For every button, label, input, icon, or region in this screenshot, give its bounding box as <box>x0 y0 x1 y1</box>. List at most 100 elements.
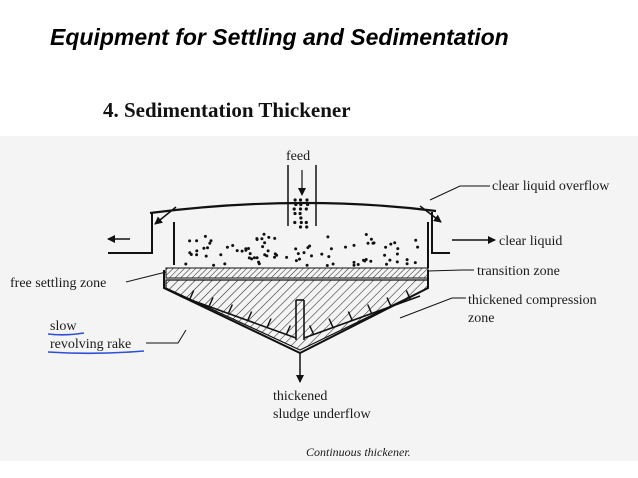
particle-dot <box>364 233 368 236</box>
particle-dot <box>369 237 373 241</box>
overflow-arrow-right <box>419 205 442 223</box>
particle-dot <box>299 220 303 225</box>
particle-dot <box>352 263 356 267</box>
particle-dot <box>352 243 356 247</box>
particle-dot <box>206 246 209 250</box>
particle-dot <box>188 251 192 255</box>
particle-dot <box>294 259 298 263</box>
particle-dot <box>195 249 199 253</box>
particle-dot <box>416 245 420 249</box>
rake-blade <box>227 304 234 314</box>
particle-dot <box>352 260 356 264</box>
particle-dot <box>396 247 400 251</box>
particle-dot <box>362 258 365 262</box>
particle-dot <box>306 246 310 250</box>
rake-blade <box>308 325 315 335</box>
particle-dot <box>389 242 393 246</box>
particle-dot <box>252 256 256 260</box>
particle-dot <box>304 220 308 225</box>
particle-dot <box>293 211 297 216</box>
particle-dot <box>329 247 333 251</box>
revolving-rake <box>179 295 421 340</box>
particle-dot <box>299 216 303 220</box>
label-slow: slow <box>50 319 77 334</box>
particle-dot <box>344 245 347 249</box>
particle-dot <box>250 257 254 261</box>
particle-dot <box>395 260 399 264</box>
rake-blade <box>366 304 373 314</box>
particle-dot <box>219 253 223 257</box>
tank-top-arc <box>149 201 437 215</box>
particle-dot <box>267 235 271 239</box>
particle-dot <box>326 235 330 239</box>
particle-dot <box>195 239 199 243</box>
particle-dot <box>208 241 212 245</box>
particle-dot <box>320 252 324 256</box>
particle-dot <box>188 239 192 243</box>
particle-dot <box>298 225 303 229</box>
particle-dot <box>225 245 229 249</box>
slide-subtitle: 4. Sedimentation Thickener <box>103 98 351 122</box>
slide-title: Equipment for Settling and Sedimentation <box>50 24 509 50</box>
label-free-settling-zone: free settling zone <box>10 276 106 291</box>
particle-dot <box>247 247 250 250</box>
particle-dot <box>331 262 335 266</box>
particle-dot <box>310 254 313 258</box>
particle-dot <box>273 255 276 259</box>
particle-dot <box>366 241 370 245</box>
annotation-underline-rake <box>47 350 145 355</box>
particle-dot <box>273 236 277 240</box>
particle-dot <box>263 241 267 245</box>
particle-dot <box>255 256 259 260</box>
particle-dot <box>212 263 216 267</box>
particle-dot <box>304 207 308 211</box>
particle-dot <box>293 198 297 202</box>
particle-dot <box>302 251 306 255</box>
rake-blade <box>386 297 392 307</box>
particle-dot <box>247 256 251 260</box>
particle-dot <box>255 237 259 241</box>
particle-dot <box>298 198 303 202</box>
particle-dot <box>369 259 373 263</box>
rake-blade <box>246 311 253 321</box>
rake-blade <box>188 290 195 300</box>
particle-dot <box>393 241 397 245</box>
annotation-underline-slow <box>47 332 85 336</box>
leader-lines <box>125 185 490 344</box>
particle-dot <box>209 239 213 243</box>
particle-dot <box>257 260 261 264</box>
particle-dot <box>293 220 297 225</box>
particle-dot <box>298 207 303 211</box>
particle-dot <box>285 255 289 259</box>
label-transition-zone: transition zone <box>477 264 560 279</box>
label-thickened-compression: thickened compression <box>468 293 597 308</box>
particle-dot <box>383 253 387 257</box>
label-sludge-underflow: sludge underflow <box>273 407 371 422</box>
rake-blade <box>266 318 272 328</box>
particle-dot <box>231 244 235 247</box>
label-compression-zone: zone <box>468 311 494 326</box>
transition-zone-band <box>165 267 429 279</box>
rake-blade <box>405 290 412 300</box>
label-thickened: thickened <box>273 389 327 404</box>
particle-dot <box>305 198 309 202</box>
rake-blade <box>208 297 214 307</box>
particle-dot <box>184 262 188 266</box>
particle-dot <box>240 249 244 253</box>
particle-dot <box>395 252 399 256</box>
particle-dot <box>203 234 207 238</box>
particle-dot <box>235 249 239 253</box>
particle-dot <box>248 252 252 256</box>
particle-dot <box>262 232 266 236</box>
particle-dot <box>325 264 329 267</box>
rake-blade <box>328 318 334 328</box>
particle-dot <box>296 252 300 256</box>
figure-caption: Continuous thickener. <box>306 445 411 459</box>
particle-dot <box>265 254 269 258</box>
particle-dot <box>388 258 392 262</box>
particle-dot <box>371 241 375 245</box>
particle-dot <box>294 247 298 251</box>
particle-dot <box>292 207 296 211</box>
particle-dot <box>414 238 418 242</box>
particle-dot <box>405 258 409 262</box>
